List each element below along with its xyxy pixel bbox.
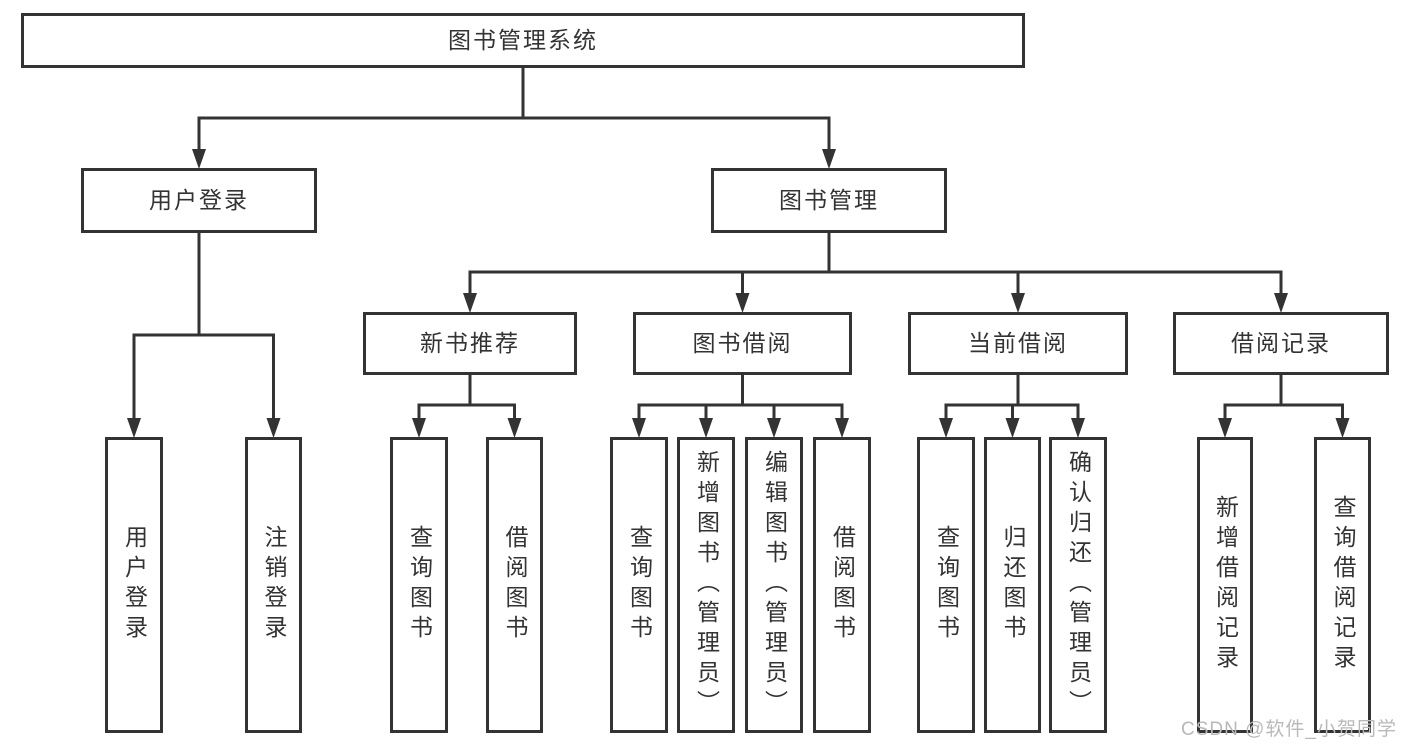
node-cur-return: 归还图书 xyxy=(984,437,1041,733)
node-bw-add: 新增图书（管理员） xyxy=(677,437,735,733)
node-label: 新增图书（管理员） xyxy=(693,450,720,720)
node-cur-query: 查询图书 xyxy=(917,437,975,733)
node-user-login: 用户登录 xyxy=(81,168,317,233)
node-bw-query: 查询图书 xyxy=(610,437,668,733)
node-label: 图书管理系统 xyxy=(448,26,598,53)
node-label: 当前借阅 xyxy=(968,329,1068,356)
node-label: 归还图书 xyxy=(1000,525,1026,645)
node-borrowing: 图书借阅 xyxy=(633,312,852,375)
node-label: 查询借阅记录 xyxy=(1330,495,1356,675)
node-leaf-user-login: 用户登录 xyxy=(105,437,163,733)
node-nb-borrow: 借阅图书 xyxy=(486,437,543,733)
node-rec-query: 查询借阅记录 xyxy=(1314,437,1371,733)
node-records: 借阅记录 xyxy=(1173,312,1389,375)
node-label: 编辑图书（管理员） xyxy=(761,450,788,720)
node-bw-borrow: 借阅图书 xyxy=(813,437,871,733)
node-label: 确认归还（管理员） xyxy=(1065,450,1092,720)
node-rec-add: 新增借阅记录 xyxy=(1197,437,1253,733)
node-label: 注销登录 xyxy=(261,525,287,645)
node-current: 当前借阅 xyxy=(908,312,1128,375)
node-label: 图书管理 xyxy=(779,186,879,213)
node-new-books: 新书推荐 xyxy=(363,312,577,375)
node-label: 借阅图书 xyxy=(829,525,856,645)
node-label: 用户登录 xyxy=(121,525,148,645)
node-label: 查询图书 xyxy=(933,525,960,645)
node-book-mgmt: 图书管理 xyxy=(711,168,947,233)
node-label: 查询图书 xyxy=(626,525,653,645)
node-label: 图书借阅 xyxy=(692,329,793,356)
node-label: 借阅图书 xyxy=(502,525,528,645)
node-label: 新书推荐 xyxy=(420,329,520,356)
node-nb-query: 查询图书 xyxy=(390,437,448,733)
node-label: 查询图书 xyxy=(406,525,433,645)
node-label: 用户登录 xyxy=(149,186,249,213)
node-label: 新增借阅记录 xyxy=(1212,495,1239,675)
node-label: 借阅记录 xyxy=(1231,329,1331,356)
node-bw-edit: 编辑图书（管理员） xyxy=(745,437,803,733)
node-root: 图书管理系统 xyxy=(21,13,1025,68)
node-cur-confirm: 确认归还（管理员） xyxy=(1049,437,1107,733)
node-leaf-logout: 注销登录 xyxy=(245,437,302,733)
